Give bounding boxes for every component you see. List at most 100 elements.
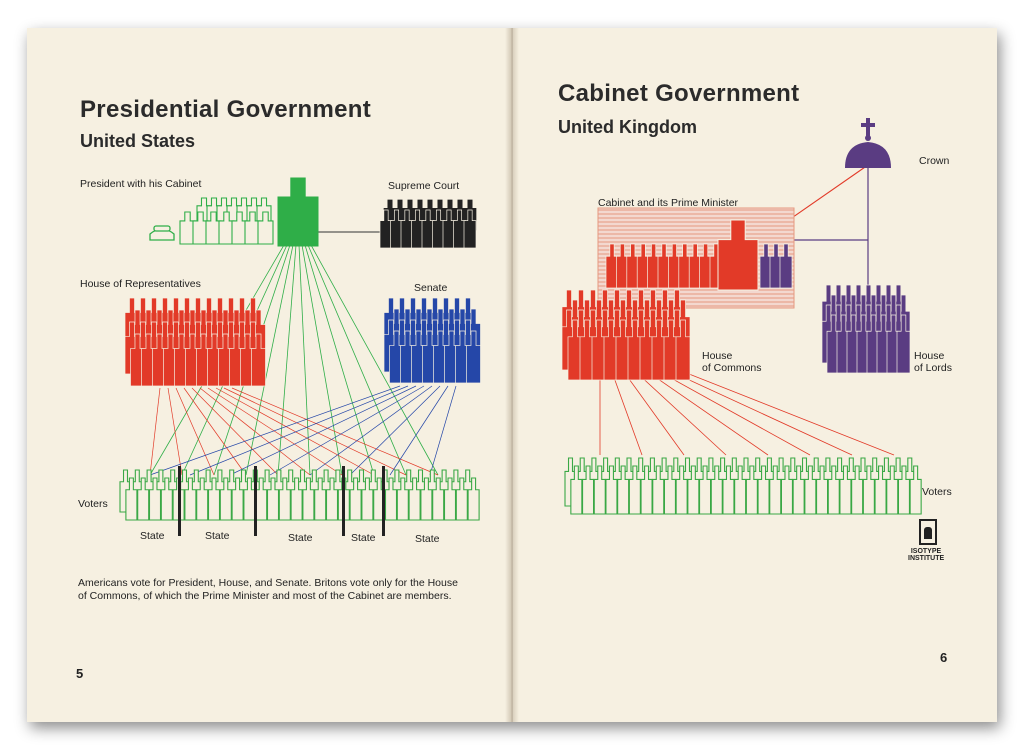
prime-minister-figure [717,219,759,291]
us-voters-figures-figure [361,477,374,521]
us-voters-figures [119,469,480,521]
uk-voters-figures-figure [570,465,583,515]
caption-line-1: Americans vote for President, House, and… [78,577,458,589]
uk-voters-figures-figure [839,465,852,515]
uk-voters-figures-figure [628,465,641,515]
cabinet-figures-front-figure [257,211,274,245]
president-voter-line [277,244,297,476]
us-voters-figures-figure [137,477,150,521]
label-state-2: State [205,530,230,542]
president-voter-line [304,244,375,476]
president-voter-line [245,244,294,476]
house-voter-line [167,387,183,476]
cabinet-lords-figures [759,243,793,289]
house-figures [124,297,266,387]
uk-voters-figures-figure [699,465,712,515]
president-voter-line [310,244,439,476]
page-number-left: 5 [76,666,84,681]
label-commons-line-1: House [702,350,733,362]
lords-figures-figure [896,314,911,374]
commons-voter-line [623,371,685,456]
label-house-of-commons: House of Commons [702,350,762,374]
page-number-right: 6 [940,650,948,665]
uk-voters-figures-figure [769,465,782,515]
us-voters-figures-figure [384,477,398,521]
lords-figures [821,284,911,374]
crown-icon [845,118,891,168]
us-voters-figures-figure [314,477,327,521]
uk-figure-groups [561,118,922,515]
crown-cross-vertical [866,118,870,140]
uk-voters-figures-figure [827,465,840,515]
senate-voter-line [349,385,441,476]
us-voters-figures-figure [443,477,457,521]
uk-voters-figures [564,457,922,515]
uk-voters-figures-figure [722,465,735,515]
senate-voter-line [149,385,401,476]
us-voters-figures-figure [266,477,280,521]
uk-voters-figures-figure [874,465,887,515]
us-voters-figures-figure [396,477,409,521]
label-supreme-court: Supreme Court [388,180,460,192]
right-page-title: Cabinet Government [558,80,800,107]
cabinet-figures [605,243,723,289]
president-figure [277,177,319,247]
house-voter-line [215,387,375,476]
us-voters-figures-figure [278,477,291,521]
left-page-subtitle: United States [80,131,196,151]
label-lords-line-1: House [914,350,945,362]
president-voter-line [298,244,311,476]
state-divider [178,466,181,536]
us-voters-figures-figure [290,477,303,521]
uk-voters-figures-figure [757,465,770,515]
senate-voter-line [429,385,457,476]
uk-voters-figures-figure [851,465,864,515]
uk-voters-figures-figure [675,465,688,515]
label-house-of-representatives: House of Representatives [80,278,201,290]
us-voters-figures-figure [148,477,162,521]
uk-voters-figures-figure [780,465,793,515]
isotype-institute-logo: ISOTYPE INSTITUTE [908,519,944,563]
commons-voter-line [683,371,895,456]
us-voters-figures-figure [207,477,221,521]
us-figure-groups [119,177,481,536]
senate-voter-line [389,385,449,476]
senate-voter-line [309,385,433,476]
state-divider [254,466,257,536]
supreme-court-figures-front [379,209,477,249]
label-state-4: State [351,532,376,544]
crown-cross-horizontal [861,123,875,127]
senate-voter-line [189,385,409,476]
senate-figures-figure [466,330,481,384]
president-voter-line [301,244,343,476]
us-voters-figures-figure [219,477,232,521]
us-voters-figures-figure [125,477,138,521]
cabinet-lords-figures-figure [779,243,793,289]
uk-voters-figures-figure [652,465,665,515]
uk-voters-figures-figure [745,465,758,515]
house-voter-line [183,387,247,476]
telephone-icon [149,225,175,241]
senate-voter-line [269,385,425,476]
telephone-handset [153,225,171,232]
uk-voters-figures-figure [804,465,817,515]
house-voter-line [207,387,343,476]
house-voter-line [191,387,279,476]
us-voters-figures-figure [255,477,268,521]
uk-voters-figures-figure [710,465,723,515]
senate-voter-line [229,385,417,476]
uk-voters-figures-figure [862,465,875,515]
logo-figure-icon [924,527,932,539]
commons-voter-line [611,371,643,456]
label-crown: Crown [919,155,950,167]
label-lords-line-2: of Lords [914,362,952,374]
us-voters-figures-figure [160,477,173,521]
cabinet-figures-front [179,211,274,245]
house-voter-line [149,387,161,476]
uk-voters-figures-figure [605,465,618,515]
state-divider [342,466,345,536]
commons-figures-figure [675,319,691,381]
label-state-3: State [288,532,313,544]
commons-voter-line [671,371,853,456]
